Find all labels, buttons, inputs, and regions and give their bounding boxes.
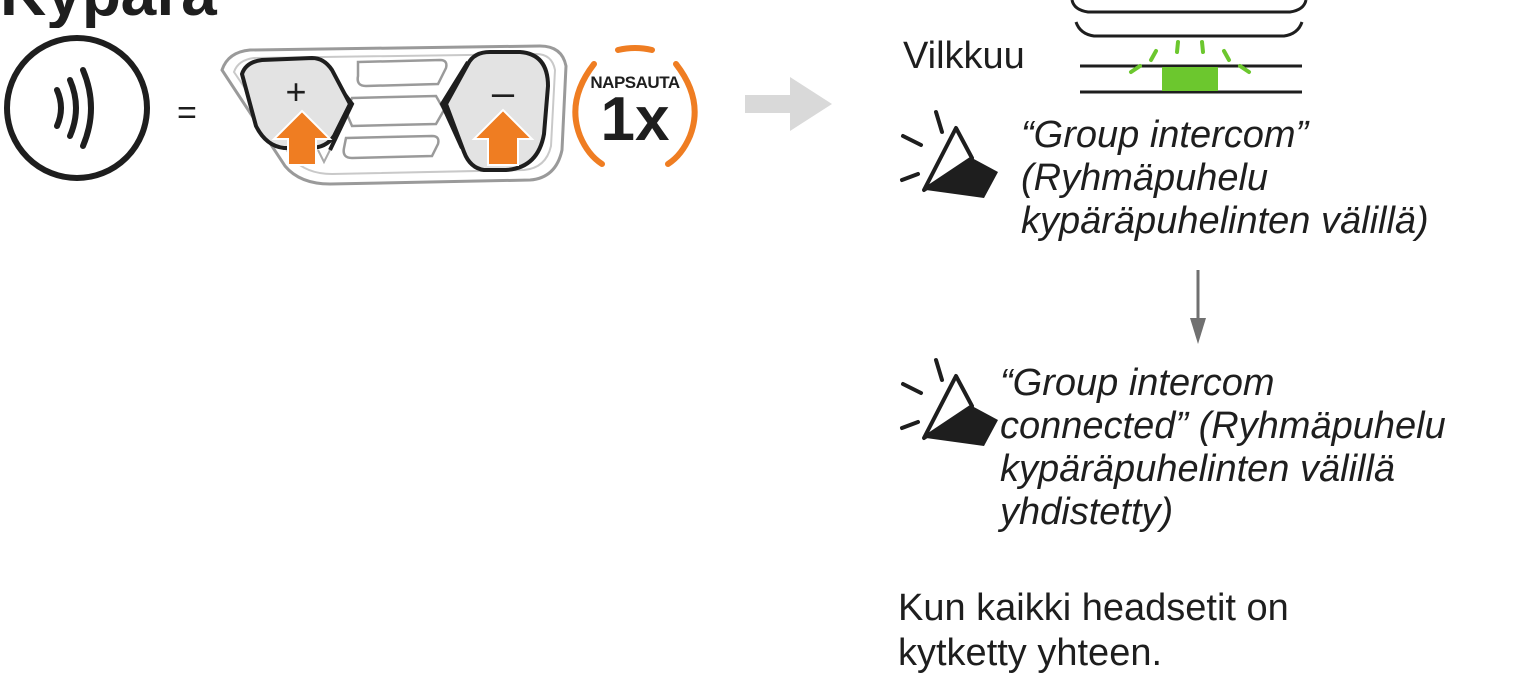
plus-symbol: +: [285, 71, 306, 112]
prompt-line: connected” (Ryhmäpuhelu: [1000, 405, 1446, 447]
prompt-line: (Ryhmäpuhelu: [1021, 157, 1269, 199]
down-arrow-icon: [1190, 270, 1206, 344]
tap-count: 1x: [600, 85, 670, 154]
equals-sign: =: [177, 94, 197, 132]
plus-button[interactable]: +: [239, 55, 353, 150]
speaker-icon: [900, 110, 998, 198]
tap-count-ring: [572, 45, 698, 167]
next-step-arrow-icon: [745, 77, 832, 131]
minus-symbol: –: [492, 71, 515, 115]
prompt-line: “Group intercom: [1000, 362, 1275, 404]
page-title: Kypärä: [0, 0, 217, 28]
press-arrow-icon: [271, 109, 333, 166]
note-line: Kun kaikki headsetit on: [898, 587, 1289, 629]
page-title-clip: Kypärä: [0, 0, 220, 28]
connection-note: Kun kaikki headsetit on kytketty yhteen.: [898, 586, 1289, 676]
prompt-line: “Group intercom”: [1021, 114, 1309, 156]
speaker-icon: [900, 358, 998, 446]
minus-button[interactable]: –: [443, 50, 551, 172]
note-line: kytketty yhteen.: [898, 632, 1163, 674]
led-indicator-icon: [1070, 0, 1308, 94]
prompt-line: kypäräpuhelinten välillä): [1021, 200, 1429, 242]
press-arrow-icon: [471, 108, 535, 166]
tap-label: NAPSAUTA: [590, 73, 680, 92]
voice-prompt-group-intercom: “Group intercom” (Ryhmäpuhelu kypäräpuhe…: [1021, 114, 1429, 243]
prompt-line: yhdistetty): [1000, 491, 1174, 533]
prompt-line: kypäräpuhelinten välillä: [1000, 448, 1396, 490]
blink-label: Vilkkuu: [903, 35, 1025, 77]
intercom-icon: [4, 35, 150, 181]
voice-prompt-group-intercom-connected: “Group intercom connected” (Ryhmäpuhelu …: [1000, 362, 1446, 534]
